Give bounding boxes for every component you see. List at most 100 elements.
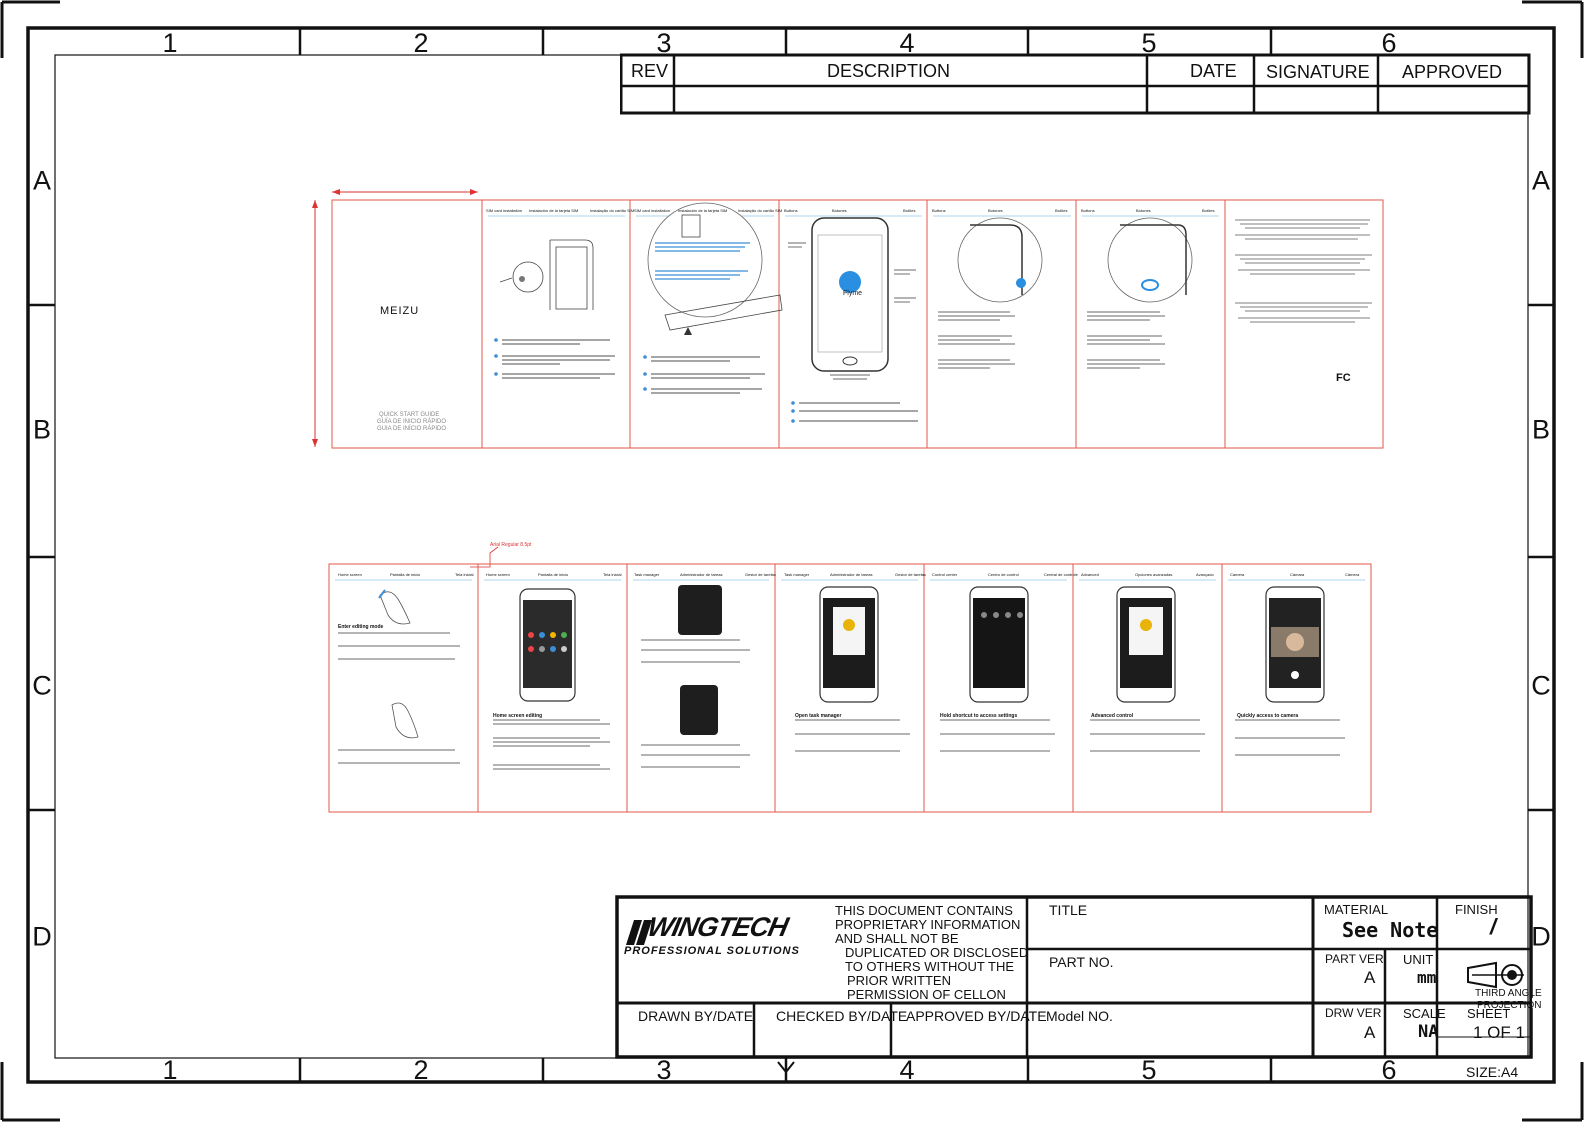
notice-line: DUPLICATED OR DISCLOSED (845, 945, 1029, 960)
panel-header: Instalación de la tarjeta SIM (678, 208, 728, 213)
notice-line: PRIOR WRITTEN (847, 973, 951, 988)
drw-ver-label: DRW VER (1325, 1006, 1382, 1020)
panel-header: Task manager (784, 572, 810, 577)
zone-row-left: C (32, 670, 52, 701)
flyme-label: Flyme (843, 290, 863, 297)
part-ver-label: PART VER (1325, 952, 1384, 966)
zone-col-bottom: 4 (899, 1055, 915, 1085)
sheet-label: SHEET (1467, 1006, 1511, 1021)
checked-by-label: CHECKED BY/DATE (776, 1008, 908, 1024)
panel-header: Avançado (1196, 572, 1214, 577)
panel-header: Gestor de tarefas (745, 572, 776, 577)
panel-header: Buttons (932, 208, 946, 213)
material-value: See Note (1342, 918, 1439, 942)
panel-heading: Quickly access to camera (1237, 713, 1299, 719)
zone-col-top: 3 (656, 28, 672, 58)
fcc-logo: FC (1336, 372, 1351, 384)
notice-line: THIS DOCUMENT CONTAINS (835, 903, 1013, 918)
drawn-by-label: DRAWN BY/DATE (638, 1008, 754, 1024)
drw-ver-value: A (1364, 1023, 1376, 1042)
panel-header: Botones (832, 208, 847, 213)
part-no-label: PART NO. (1049, 954, 1114, 970)
panel-header: Botones (1136, 208, 1151, 213)
panel-header: Instalación de la tarjeta SIM (529, 208, 579, 213)
scale-value: NA (1418, 1022, 1439, 1042)
approved-by-label: APPROVED BY/DATE (906, 1008, 1047, 1024)
zone-row-left: A (32, 165, 52, 196)
zone-col-top: 4 (899, 28, 915, 58)
panel-header: Camera (1230, 572, 1245, 577)
panel-header: Câmera (1345, 572, 1360, 577)
panel-header: Pantalla de inicio (538, 572, 569, 577)
wingtech-logo (626, 920, 652, 945)
projection-label: THIRD ANGLE (1475, 988, 1542, 999)
zone-row-right: B (1531, 414, 1551, 445)
description-header: DESCRIPTION (827, 61, 951, 81)
logo-tagline: PROFESSIONAL SOLUTIONS (624, 945, 800, 957)
panel-header: Task manager (634, 572, 660, 577)
title-block-grid (615, 895, 1535, 1059)
panel-header: Botones (988, 208, 1003, 213)
zone-col-top: 5 (1141, 28, 1157, 58)
dimension-note: Arial Regular 8.5pt (490, 542, 532, 548)
revision-block (620, 53, 1531, 115)
unit-label: UNIT (1403, 952, 1434, 967)
cover-title-pt: GUIA DE INÍCIO RÁPIDO (377, 426, 447, 432)
model-no-label: Model NO. (1046, 1008, 1113, 1024)
zone-col-top: 6 (1381, 28, 1397, 58)
panel-header: Buttons (1081, 208, 1095, 213)
panel-header: Opciones avanzadas (1135, 572, 1173, 577)
panel-header: Central de controle (1044, 572, 1078, 577)
panel-header: Tela inicial (603, 572, 622, 577)
guide-bottom-row (328, 546, 1372, 813)
zone-row-left: D (32, 921, 52, 952)
panel-header: SIM card installation (634, 208, 671, 213)
panel-heading: Home screen editing (493, 713, 543, 719)
brand-logo: MEIZU (380, 305, 420, 317)
panel-header: Buttons (784, 208, 798, 213)
panel-header: Home screen (338, 572, 362, 577)
zone-col-bottom: 6 (1381, 1055, 1397, 1085)
panel-header: SIM card installation (486, 208, 523, 213)
panel-header: Instalação do cartão SIM (738, 208, 783, 213)
date-header: DATE (1190, 61, 1237, 81)
panel-header: Home screen (486, 572, 510, 577)
notice-line: AND SHALL NOT BE (835, 931, 959, 946)
cover-title-es: GUÍA DE INICIO RÁPIDO (377, 419, 447, 425)
signature-header: SIGNATURE (1266, 62, 1370, 82)
logo-wordmark: WINGTECH (644, 912, 791, 942)
panel-header: Administrador de tareas (830, 572, 873, 577)
finish-label: FINISH (1455, 902, 1498, 917)
zone-col-bottom: 1 (162, 1055, 178, 1085)
panel-header: Pantalla de inicio (390, 572, 421, 577)
paper-size: SIZE:A4 (1466, 1064, 1519, 1080)
panel-heading: Open task manager (795, 713, 842, 719)
zone-col-bottom: 3 (656, 1055, 672, 1085)
zone-col-top: 2 (413, 28, 429, 58)
panel-heading: Enter editing mode (338, 624, 384, 630)
zone-col-top: 1 (162, 28, 178, 58)
panel-header: Cámara (1290, 572, 1305, 577)
approved-header: APPROVED (1402, 62, 1503, 82)
projection-label: PROJECTION (1477, 1000, 1542, 1011)
notice-line: TO OTHERS WITHOUT THE (845, 959, 1015, 974)
panel-header: Control center (932, 572, 958, 577)
panel-header: Botões (903, 208, 916, 213)
zone-row-right: C (1531, 670, 1551, 701)
material-label: MATERIAL (1324, 902, 1389, 917)
panel-header: Administrador de tareas (680, 572, 723, 577)
panel-header: Botões (1202, 208, 1215, 213)
zone-row-left: B (32, 414, 52, 445)
notice-line: PERMISSION OF CELLON (847, 987, 1006, 1002)
panel-header: Instalação do cartão SIM (590, 208, 635, 213)
panel-heading: Advanced control (1091, 713, 1134, 719)
guide-top-row (312, 189, 1384, 449)
sheet-value: 1 OF 1 (1473, 1023, 1525, 1042)
zone-col-bottom: 2 (413, 1055, 429, 1085)
third-angle-projection-icon (1467, 961, 1524, 989)
panel-heading: Hold shortcut to access settings (940, 713, 1018, 719)
zone-row-right: A (1531, 165, 1551, 196)
zone-row-right: D (1531, 921, 1551, 952)
scale-label: SCALE (1403, 1006, 1446, 1021)
title-label: TITLE (1049, 902, 1088, 918)
